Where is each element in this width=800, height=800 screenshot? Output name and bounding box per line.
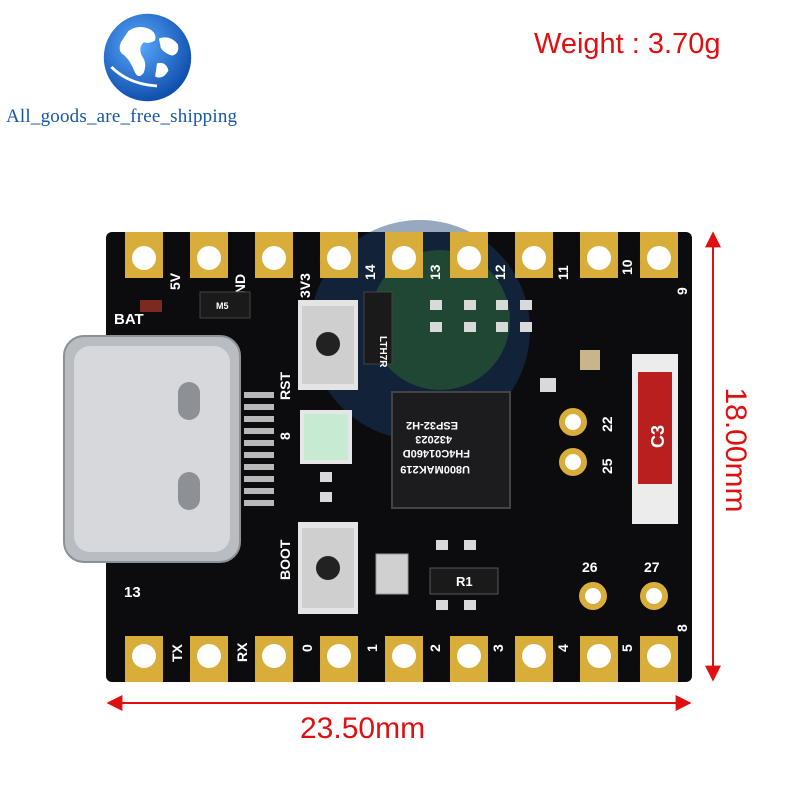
cap-mark: C3 (648, 425, 668, 448)
bottom-pad (580, 636, 618, 682)
inner-pin-label: 27 (644, 559, 660, 575)
bottom-pad (640, 636, 678, 682)
top-pin-label: 10 (619, 259, 635, 275)
diode-mark: M5 (216, 301, 229, 311)
chip-text-line: ESP32-H2 (406, 419, 458, 431)
top-pad (125, 232, 163, 278)
inner-pin-label: 25 (599, 458, 615, 474)
top-pad (640, 232, 678, 278)
height-dimension-label: 18.00mm (719, 387, 752, 513)
top-pad (190, 232, 228, 278)
bottom-pin-label: 1 (364, 644, 380, 652)
width-dimension-label: 23.50mm (300, 712, 426, 745)
resistor-mark: R1 (456, 574, 473, 589)
pin13-label: 13 (124, 584, 141, 601)
inner-pin-label: 26 (582, 559, 598, 575)
top-pin-label: 9 (674, 287, 690, 295)
diode (199, 291, 251, 319)
bottom-pad (125, 636, 163, 682)
rst-label: RST (277, 372, 293, 400)
boot-button (298, 522, 358, 614)
bottom-pad (515, 636, 553, 682)
top-pad (320, 232, 358, 278)
bottom-pin-label: 5 (619, 644, 635, 652)
c3-capacitor: C3 (632, 354, 678, 524)
esp32-h2-chip: ESP32-H2 432023 FH4C01460D U800MAK219 (391, 391, 511, 509)
top-pin-label: 5V (167, 272, 183, 290)
rst-button (298, 300, 358, 390)
transistor (429, 567, 499, 595)
top-pin-row (125, 232, 678, 278)
led-label: 8 (277, 432, 293, 440)
bottom-pin-label: 4 (555, 644, 571, 652)
bat-label: BAT (114, 311, 144, 328)
regulator-mark: LTH7R (377, 336, 388, 368)
top-pad (385, 232, 423, 278)
bottom-pad (190, 636, 228, 682)
regulator (363, 291, 393, 365)
top-pad (255, 232, 293, 278)
usb-c-connector (63, 335, 241, 563)
top-pin-label: 3V3 (297, 273, 313, 298)
bottom-pin-row (125, 636, 678, 682)
chip-text-line: FH4C01460D (403, 447, 470, 459)
boot-label: BOOT (277, 539, 293, 580)
chip-text-line: U800MAK219 (400, 463, 470, 475)
bottom-pin-label: TX (169, 643, 185, 662)
brand-text: All_goods_are_free_shipping (6, 106, 238, 127)
chip-text-line: 432023 (415, 433, 452, 445)
top-pin-label: 13 (427, 264, 443, 280)
rgb-led (300, 410, 352, 464)
bottom-pin-label: RX (234, 642, 250, 662)
bottom-pin-label: 8 (674, 624, 690, 632)
top-pin-label: 11 (555, 265, 571, 280)
bottom-pin-label: 2 (427, 644, 443, 652)
top-pad (515, 232, 553, 278)
top-pin-label: 14 (362, 264, 378, 280)
globe-logo-icon (103, 13, 192, 102)
bottom-pad (255, 636, 293, 682)
bottom-pad (450, 636, 488, 682)
bottom-pin-label: 3 (490, 644, 506, 652)
weight-label: Weight : 3.70g (534, 28, 721, 60)
bottom-pad (385, 636, 423, 682)
top-pad (580, 232, 618, 278)
crystal (375, 553, 409, 595)
bottom-pad (320, 636, 358, 682)
inner-pin-label: 22 (599, 416, 615, 432)
top-pin-label: 12 (492, 264, 508, 280)
bottom-pin-label: 0 (299, 644, 315, 652)
top-pad (450, 232, 488, 278)
